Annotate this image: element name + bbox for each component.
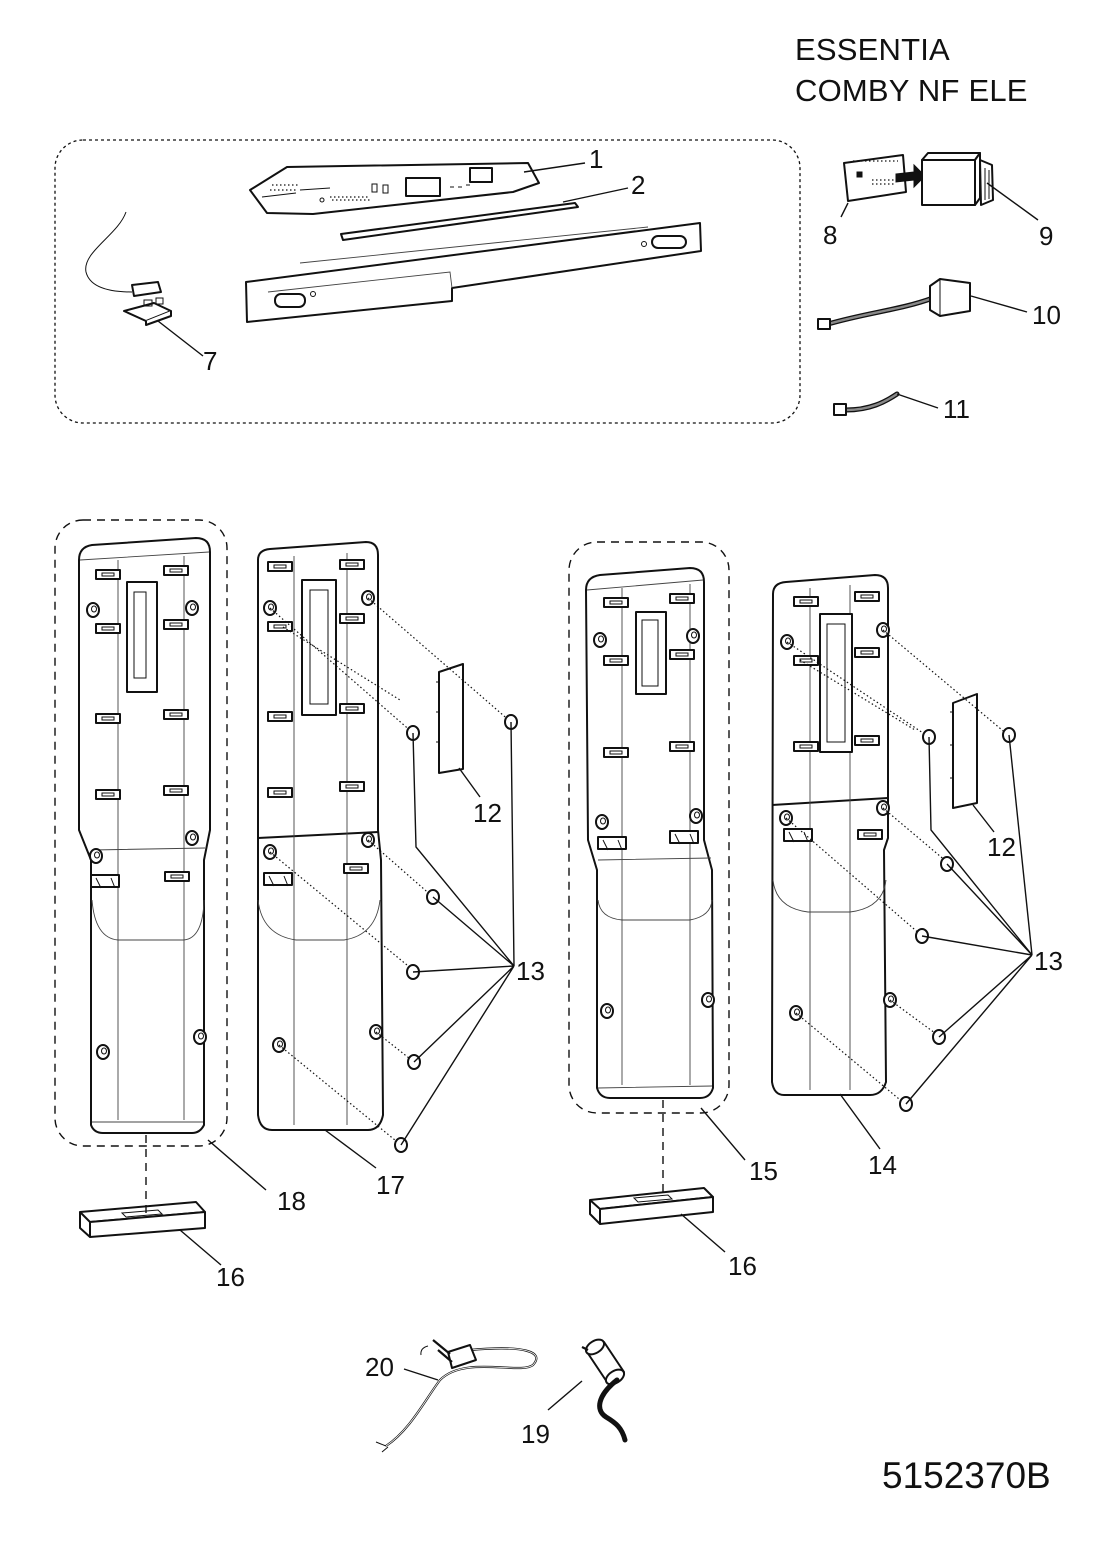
title-line-1: ESSENTIA	[795, 32, 950, 67]
title-line-2: COMBY NF ELE	[795, 73, 1028, 108]
callout-19: 19	[521, 1419, 550, 1449]
part-12-cover-right	[950, 693, 978, 809]
callout-12-right: 12	[987, 832, 1016, 862]
part-7-sensor	[85, 211, 172, 326]
callout-1: 1	[589, 144, 603, 174]
callout-2: 2	[631, 170, 645, 200]
part-16-base-right	[589, 1100, 714, 1225]
part-11-cable	[833, 391, 900, 416]
callout-14: 14	[868, 1150, 897, 1180]
part-15-rear-panel	[585, 567, 715, 1099]
callout-17: 17	[376, 1170, 405, 1200]
part-17-front-panel	[257, 541, 384, 1131]
callout-16-right: 16	[728, 1251, 757, 1281]
part-14-front-panel	[771, 574, 897, 1096]
callout-8: 8	[823, 220, 837, 250]
callout-18: 18	[277, 1186, 306, 1216]
part-2-light-strip	[340, 202, 579, 241]
leader-lines	[157, 162, 1039, 1411]
callout-10: 10	[1032, 300, 1061, 330]
callout-13-right: 13	[1034, 946, 1063, 976]
control-panel-front	[245, 222, 702, 323]
part-10-connector-cable	[817, 278, 971, 330]
callout-11: 11	[943, 394, 970, 424]
callout-15: 15	[749, 1156, 778, 1186]
part-20-power-cord	[375, 1339, 538, 1453]
kit-frame-top	[54, 139, 801, 424]
callout-13-left: 13	[516, 956, 545, 986]
callout-20: 20	[365, 1352, 394, 1382]
part-19-capacitor	[581, 1338, 628, 1443]
callout-9: 9	[1039, 221, 1053, 251]
kit-frame-15	[568, 541, 730, 1114]
document-code: 5152370B	[882, 1455, 1051, 1496]
callout-7: 7	[203, 346, 217, 376]
part-18-rear-panel	[78, 537, 211, 1134]
kit-frame-18	[54, 519, 228, 1147]
callout-16-left: 16	[216, 1262, 245, 1292]
part-1-control-board	[249, 162, 540, 215]
part-12-cover-left	[436, 663, 464, 774]
insert-arrow-icon	[895, 163, 926, 189]
part-16-base-left	[79, 1135, 206, 1238]
callout-12-left: 12	[473, 798, 502, 828]
part-9-card-reader	[921, 152, 994, 206]
part-8-key-card	[843, 154, 907, 202]
